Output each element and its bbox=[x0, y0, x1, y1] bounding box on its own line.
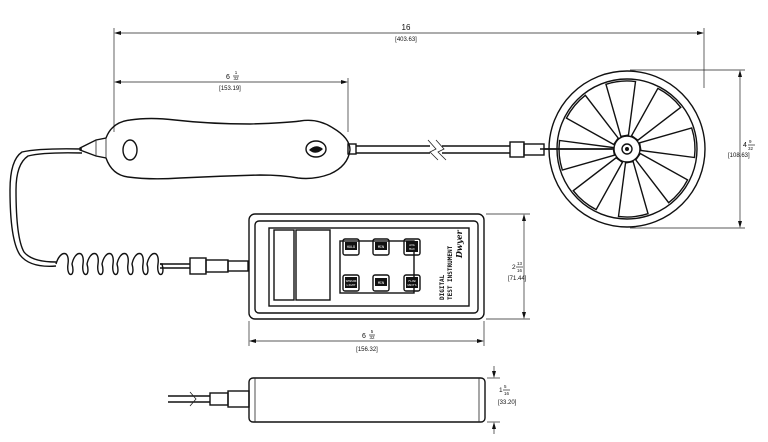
meter-depth-metric: [33.20] bbox=[498, 400, 517, 406]
fan-diameter-metric: [108.63] bbox=[728, 153, 750, 159]
svg-text:UNITS: UNITS bbox=[407, 283, 416, 287]
handle-length-frac-num: 1 bbox=[235, 70, 238, 75]
meter-side-window bbox=[273, 229, 295, 301]
handle-logo-icon bbox=[309, 146, 323, 153]
vane-fan-head bbox=[540, 70, 706, 228]
meter-label-line2: TEST INSTRUMENT bbox=[447, 245, 454, 300]
cable-strain-relief bbox=[189, 257, 207, 275]
fan-blade bbox=[617, 160, 649, 218]
svg-text:HOLD: HOLD bbox=[347, 245, 355, 249]
meter-side-body bbox=[248, 377, 486, 423]
overall-length-metric: [403.63] bbox=[395, 37, 417, 43]
probe-shaft bbox=[347, 139, 612, 161]
handle-length-whole: 6 bbox=[226, 74, 230, 81]
meter-width-dimension: 6 5 32 [156.32] bbox=[248, 321, 485, 353]
handle-logo-badge bbox=[305, 140, 327, 158]
meter-depth-frac-num: 5 bbox=[504, 384, 507, 389]
fan-diameter-frac-num: 9 bbox=[749, 139, 752, 144]
coiled-cable bbox=[9, 148, 249, 276]
meter-height-dimension: 2 13 16 [71.44] bbox=[486, 213, 530, 320]
overall-length-whole: 16 bbox=[402, 23, 411, 32]
keypad-button-2[interactable]: MIN bbox=[372, 238, 390, 256]
probe-handle bbox=[79, 117, 351, 180]
svg-text:MAX: MAX bbox=[409, 247, 415, 251]
meter-width-metric: [156.32] bbox=[356, 347, 378, 353]
meter-depth-frac-den: 16 bbox=[504, 391, 510, 396]
meter-label: DIGITAL TEST INSTRUMENT Dwyer bbox=[439, 229, 464, 300]
meter-outer-case bbox=[248, 213, 485, 320]
svg-text:MIN: MIN bbox=[378, 245, 384, 249]
meter-depth-dimension: 1 5 16 [33.20] bbox=[487, 366, 517, 434]
meter-height-frac-num: 13 bbox=[517, 261, 523, 266]
svg-text:AVG: AVG bbox=[409, 243, 415, 247]
handle-grip-hole bbox=[122, 139, 138, 161]
fan-blade bbox=[630, 87, 682, 142]
fan-blades bbox=[558, 80, 696, 218]
overall-length-dimension: 16 [403.63] bbox=[113, 23, 705, 132]
handle-length-metric: [153.19] bbox=[219, 86, 241, 92]
keypad-button-6[interactable]: FLOW UNITS bbox=[403, 274, 421, 292]
meter-side-view bbox=[168, 377, 486, 423]
fan-blade bbox=[638, 127, 696, 159]
side-cable-break bbox=[189, 391, 197, 407]
keypad-frame bbox=[339, 240, 415, 294]
svg-text:MIN: MIN bbox=[378, 281, 384, 285]
side-plug bbox=[227, 390, 250, 408]
meter-width-frac-den: 32 bbox=[369, 335, 375, 340]
meter-label-line1: DIGITAL bbox=[439, 274, 446, 300]
meter-display bbox=[295, 229, 331, 301]
svg-text:LIGHT: LIGHT bbox=[346, 283, 355, 287]
shaft-break-mark bbox=[427, 139, 439, 161]
cable-plug bbox=[227, 260, 249, 272]
fan-blade bbox=[572, 156, 624, 211]
keypad-button-5[interactable]: MIN bbox=[372, 274, 390, 292]
svg-text:SENSOR: SENSOR bbox=[346, 279, 357, 283]
meter-height-metric: [71.44] bbox=[508, 276, 527, 282]
handle-length-frac-den: 32 bbox=[233, 76, 239, 81]
fan-blade bbox=[605, 80, 637, 138]
keypad-button-1[interactable]: HOLD bbox=[342, 238, 360, 256]
keypad-button-3[interactable]: AVG MAX bbox=[403, 238, 421, 256]
fan-blade bbox=[558, 139, 616, 171]
fan-blade bbox=[634, 152, 689, 204]
svg-text:FLOW: FLOW bbox=[408, 279, 415, 283]
meter-brand-logo: Dwyer bbox=[454, 229, 464, 259]
cable-coil-loops bbox=[55, 252, 164, 276]
meter-front-view: HOLD MIN AVG MAX SENSOR LIGHT MIN FLOW bbox=[248, 213, 485, 320]
meter-face-panel bbox=[268, 227, 470, 307]
meter-height-frac-den: 16 bbox=[517, 268, 523, 273]
meter-height-whole: 2 bbox=[512, 264, 516, 271]
fan-diameter-dimension: 4 9 32 [108.63] bbox=[630, 69, 755, 229]
keypad-button-4[interactable]: SENSOR LIGHT bbox=[342, 274, 360, 292]
fan-diameter-whole: 4 bbox=[743, 142, 747, 149]
handle-length-dimension: 6 1 32 [153.19] bbox=[114, 70, 349, 132]
meter-depth-whole: 1 bbox=[499, 387, 503, 394]
fan-diameter-frac-den: 32 bbox=[748, 146, 754, 151]
meter-width-frac-num: 5 bbox=[371, 329, 374, 334]
fan-blade bbox=[565, 94, 620, 146]
meter-width-whole: 6 bbox=[362, 333, 366, 340]
